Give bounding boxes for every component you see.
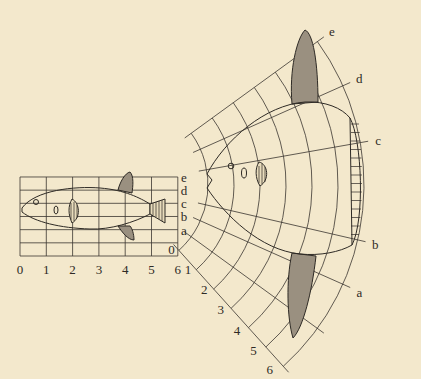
axis-number: 6 — [267, 363, 274, 376]
axis-letter: a — [356, 285, 362, 298]
axis-letter: c — [375, 133, 381, 146]
axis-number: 2 — [69, 263, 76, 276]
axis-number: 6 — [175, 263, 182, 276]
axis-number: 5 — [148, 263, 155, 276]
axis-letter: b — [372, 237, 379, 250]
sunfish — [207, 30, 362, 338]
grid-arc — [231, 87, 286, 308]
axis-number: 2 — [201, 283, 208, 296]
axis-number: 3 — [217, 303, 224, 316]
porcupine-fish — [22, 172, 165, 240]
axis-number: 0 — [17, 263, 24, 276]
axis-letter: c — [181, 197, 187, 210]
grid-line — [20, 256, 178, 257]
grid-arc — [179, 133, 208, 250]
axis-letter: a — [181, 224, 187, 237]
axis-number: 1 — [43, 263, 50, 276]
grid-line — [20, 176, 178, 177]
axis-number: 5 — [250, 343, 257, 356]
grid-arc — [196, 118, 234, 270]
transformed-grid — [174, 37, 369, 372]
axis-number: 4 — [234, 323, 241, 336]
cartesian-grid — [20, 177, 178, 256]
grid-line — [20, 242, 178, 243]
axis-letter: e — [181, 171, 187, 184]
axis-number: 4 — [122, 263, 129, 276]
grid-arc — [214, 103, 260, 289]
axis-number: 1 — [185, 262, 192, 275]
axis-letter: e — [329, 25, 335, 38]
axis-number: 0 — [168, 242, 175, 255]
axis-number: 3 — [96, 263, 103, 276]
axis-letter: d — [356, 72, 363, 85]
axis-letter: d — [181, 184, 188, 197]
grid-line — [20, 190, 178, 191]
axis-letter: b — [181, 210, 188, 223]
